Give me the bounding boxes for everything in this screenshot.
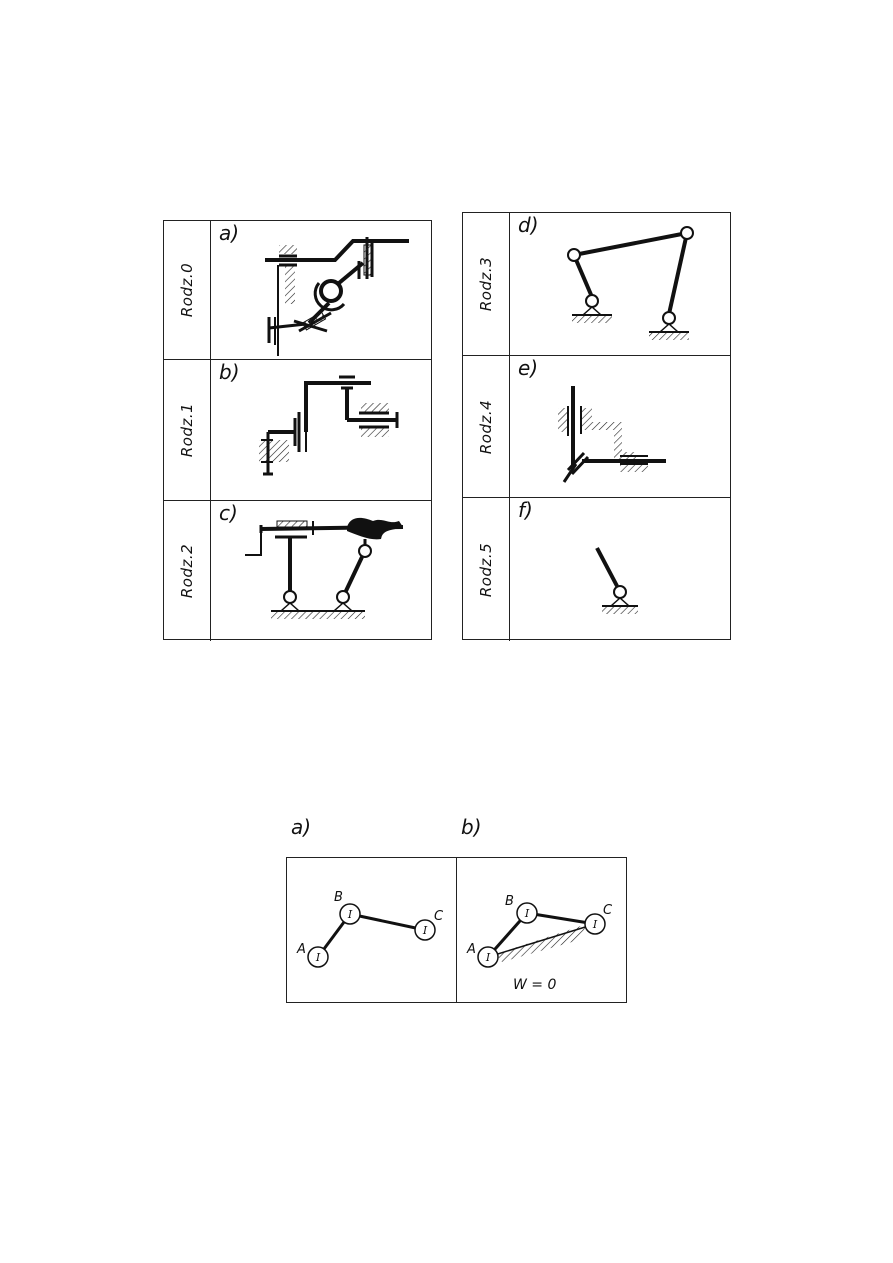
row-rodz-2: Rodz.2 c) [164, 501, 431, 641]
point-label-b: B [334, 890, 343, 905]
row-rodz-4: Rodz.4 e) [463, 356, 730, 498]
joint-numeral: I [592, 918, 598, 931]
side-label-cell: Rodz.4 [463, 356, 510, 497]
diagram-cell-f: f) [510, 498, 730, 641]
panel-b-closed-triangle: I I I A B C [466, 894, 613, 968]
panel-tag: c) [219, 501, 238, 525]
diagram-cell-d: d) [510, 213, 730, 355]
joint-numeral: I [347, 908, 353, 921]
diagram-cell-b: b) [211, 360, 431, 500]
mechanism-class-5-diagram [595, 547, 638, 614]
side-label-cell: Rodz.3 [463, 213, 510, 355]
table-right: Rodz.3 d) Rodz.4 e) [462, 212, 731, 641]
joint-numeral: I [315, 951, 321, 964]
point-label-c: C [434, 909, 444, 924]
panel-tag: f) [518, 498, 533, 522]
mechanism-class-4-diagram [558, 386, 666, 483]
figure2-tag-b: b) [461, 815, 482, 839]
row-rodz-3: Rodz.3 d) [463, 213, 730, 356]
panel-tag: b) [219, 360, 240, 384]
row-rodz-5: Rodz.5 f) [463, 498, 730, 641]
point-label-a: A [296, 942, 306, 957]
row-rodz-1: Rodz.1 b) [164, 360, 431, 501]
diagram-cell-a: a) [211, 221, 431, 359]
diagram-cell-e: e) [510, 356, 730, 497]
table-left: Rodz.0 a) [163, 220, 432, 641]
mechanism-class-2-diagram [245, 517, 404, 619]
side-label: Rodz.4 [477, 399, 495, 454]
side-label: Rodz.5 [477, 542, 495, 597]
figure2-divider [456, 858, 457, 1002]
panel-a-open-chain: I I I A B C [296, 890, 444, 968]
point-label-b: B [505, 894, 514, 909]
point-label-c: C [603, 903, 613, 918]
side-label: Rodz.3 [477, 256, 495, 312]
figure2-tag-a: a) [291, 815, 312, 839]
side-label: Rodz.2 [178, 543, 196, 599]
side-label-cell: Rodz.1 [164, 360, 211, 500]
panel-tag: e) [518, 356, 539, 380]
dof-label: W = 0 [513, 977, 557, 993]
panel-tag: a) [219, 221, 240, 245]
point-label-a: A [466, 942, 476, 957]
figure2-panels: I I I A B C I I I A B C W = 0 [286, 857, 627, 1003]
side-label: Rodz.0 [178, 262, 196, 318]
figure2-chain-diagram: I I I A B C I I I A B C [296, 890, 613, 968]
mechanism-class-0-diagram [265, 237, 409, 356]
side-label-cell: Rodz.5 [463, 498, 510, 641]
joint-numeral: I [422, 924, 428, 937]
joint-numeral: I [524, 907, 530, 920]
joint-numeral: I [485, 951, 491, 964]
side-label-cell: Rodz.0 [164, 221, 211, 359]
side-label-cell: Rodz.2 [164, 501, 211, 641]
mechanism-class-1-diagram [259, 375, 399, 476]
mechanism-class-3-diagram [567, 226, 694, 340]
diagram-cell-c: c) [211, 501, 431, 641]
panel-tag: d) [518, 213, 539, 237]
row-rodz-0: Rodz.0 a) [164, 221, 431, 360]
side-label: Rodz.1 [178, 402, 196, 458]
